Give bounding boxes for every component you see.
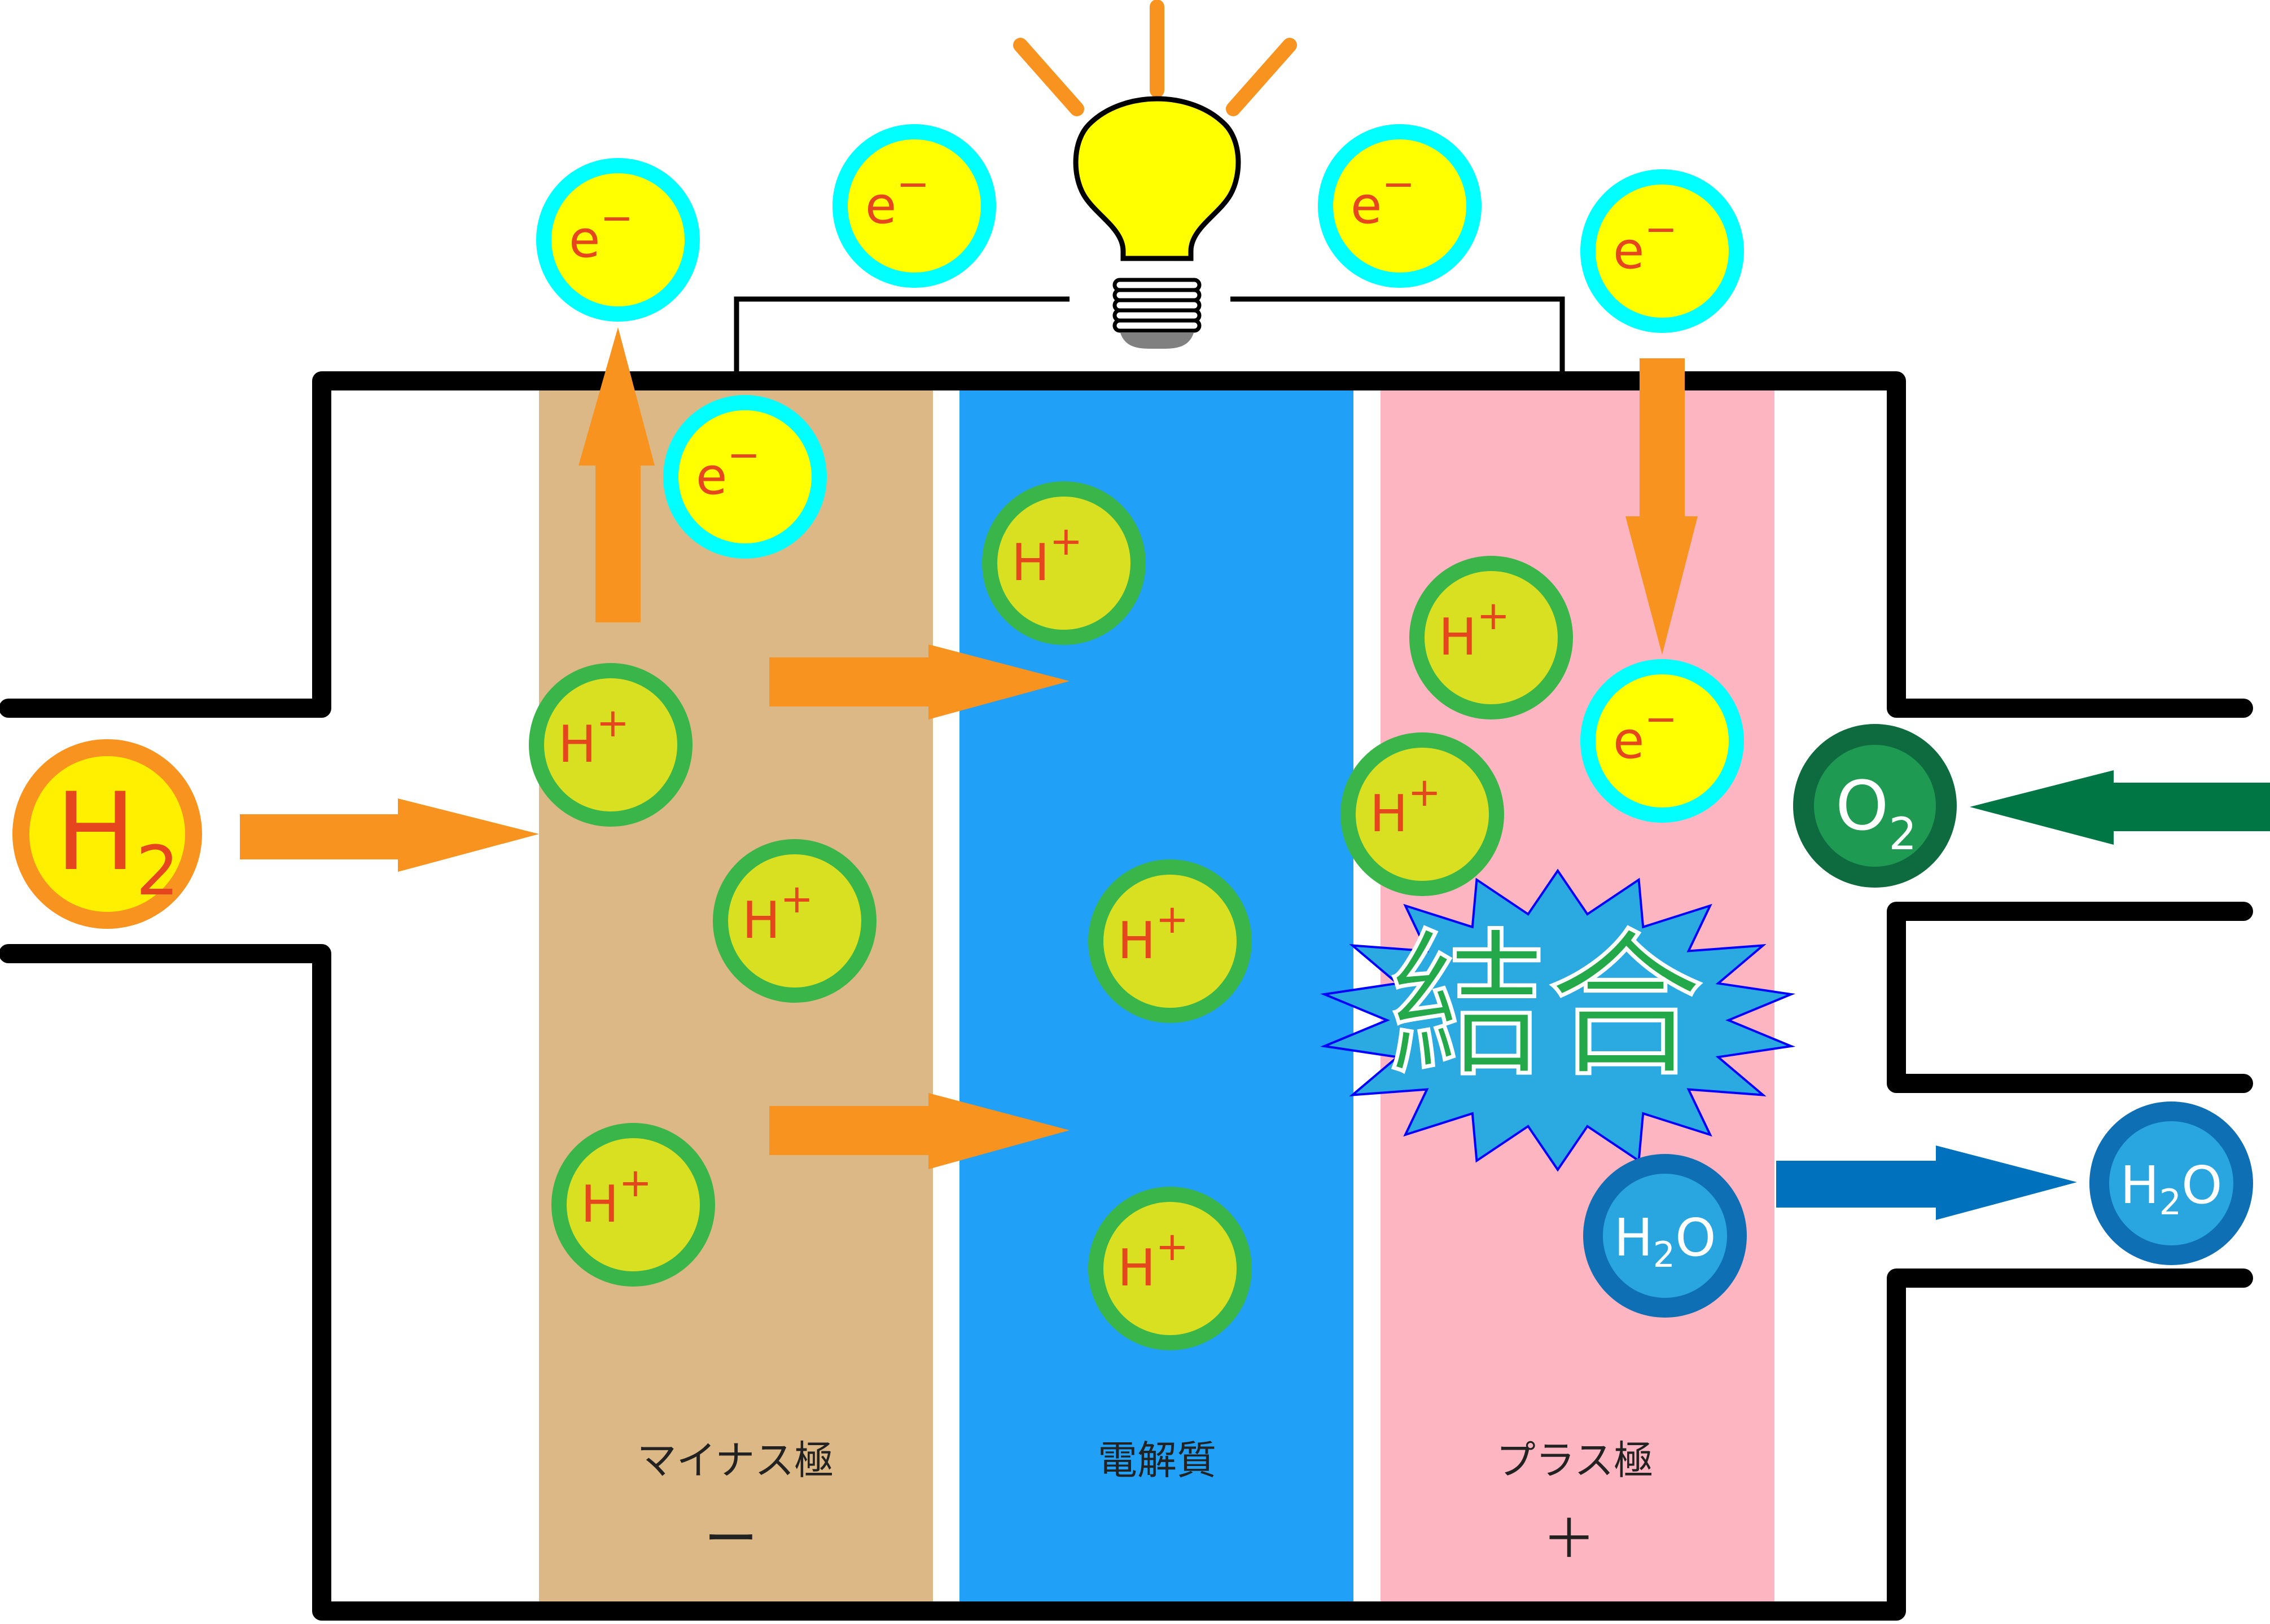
proton-7-label: H+ bbox=[1439, 592, 1510, 667]
cathode-sign: ＋ bbox=[1542, 1508, 1596, 1570]
bulb-glass bbox=[1073, 96, 1241, 261]
frame-oxygen-port-wall bbox=[1887, 902, 2253, 1093]
proton-6: H+ bbox=[1088, 1187, 1252, 1350]
electron-1-label: e− bbox=[569, 195, 633, 269]
proton-8-label: H+ bbox=[1370, 769, 1441, 844]
hydrogen-label: H2 bbox=[55, 770, 179, 911]
electron-6-label: e− bbox=[1613, 696, 1677, 770]
protons: H+ H+ H+ H+ H+ H+ H+ H+ bbox=[529, 481, 1573, 1350]
proton-2-label: H+ bbox=[742, 876, 813, 950]
proton-5-label: H+ bbox=[1118, 896, 1189, 971]
cell-frame bbox=[0, 371, 2253, 1621]
electrolyte-label: 電解質 bbox=[1098, 1437, 1216, 1483]
arrow-h2-in bbox=[240, 798, 539, 872]
electron-4-label: e− bbox=[1613, 206, 1677, 280]
water-label-inside: H2O bbox=[1614, 1208, 1716, 1275]
bulb-base bbox=[1112, 278, 1202, 349]
frame-left-upper bbox=[0, 371, 2253, 718]
external-circuit bbox=[734, 296, 1565, 376]
water-label-outside: H2O bbox=[2120, 1155, 2222, 1223]
frame-left-lower bbox=[0, 944, 2253, 1621]
electron-1: e− bbox=[536, 158, 700, 322]
oxygen-molecule: O2 bbox=[1793, 724, 1957, 888]
water-molecule-outside: H2O bbox=[2089, 1101, 2253, 1265]
hydrogen-molecule: H2 bbox=[12, 739, 202, 929]
arrow-proton-upper bbox=[769, 644, 1070, 719]
bulb-rays bbox=[1013, 0, 1297, 116]
light-bulb-icon bbox=[1013, 0, 1297, 349]
proton-4: H+ bbox=[982, 481, 1146, 645]
electron-3-label: e− bbox=[1351, 161, 1415, 235]
electron-3: e− bbox=[1318, 124, 1482, 288]
proton-3-label: H+ bbox=[581, 1160, 652, 1234]
proton-3: H+ bbox=[551, 1123, 715, 1287]
reaction-burst bbox=[1320, 868, 1796, 1172]
wire-right bbox=[1230, 296, 1565, 376]
wire-left bbox=[734, 296, 1070, 376]
electron-2-label: e− bbox=[865, 161, 930, 235]
electron-2: e− bbox=[832, 124, 996, 288]
water-molecule-inside: H2O bbox=[1583, 1154, 1747, 1318]
electron-6: e− bbox=[1580, 659, 1744, 823]
proton-1: H+ bbox=[529, 663, 693, 827]
proton-4-label: H+ bbox=[1011, 518, 1083, 592]
proton-6-label: H+ bbox=[1118, 1223, 1189, 1298]
proton-1-label: H+ bbox=[558, 700, 629, 774]
arrow-h2o-out bbox=[1776, 1145, 2077, 1220]
arrow-o2-in bbox=[1970, 770, 2270, 845]
electron-4: e− bbox=[1580, 169, 1744, 333]
anode-sign: ー bbox=[704, 1508, 757, 1570]
proton-8: H+ bbox=[1340, 732, 1504, 896]
arrows bbox=[240, 327, 2270, 1220]
proton-5: H+ bbox=[1088, 859, 1252, 1023]
reaction-label: 結合 bbox=[1388, 915, 1704, 1099]
electron-5: e− bbox=[663, 395, 827, 559]
anode-label: マイナス極 bbox=[637, 1437, 834, 1483]
proton-2: H+ bbox=[713, 839, 877, 1003]
arrow-electron-down bbox=[1625, 358, 1698, 655]
cathode-label: プラス極 bbox=[1496, 1437, 1654, 1483]
electron-5-label: e− bbox=[696, 432, 760, 506]
proton-7: H+ bbox=[1409, 556, 1573, 719]
electrons: e− e− e− e− e− e− bbox=[536, 124, 1744, 823]
oxygen-label: O2 bbox=[1835, 767, 1917, 860]
arrow-electron-up bbox=[579, 327, 655, 622]
arrow-proton-lower bbox=[769, 1093, 1070, 1169]
